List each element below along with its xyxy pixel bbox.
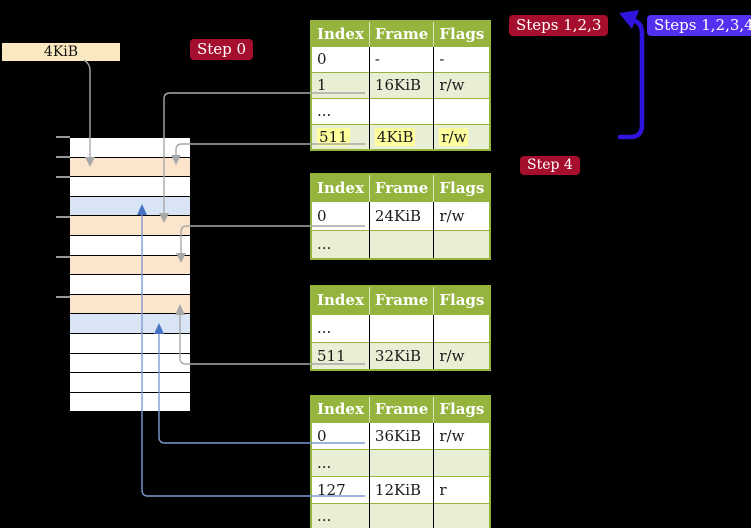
cell-frame (369, 97, 435, 124)
page-table-level-2: Index Frame Flags ... 511 32KiB r/w (310, 285, 492, 371)
cell-index: 1 (311, 71, 370, 98)
cell-flags: r/w (433, 200, 491, 230)
memory-frame-row (70, 235, 190, 256)
page-table-level-4: Index Frame Flags 0 - - 1 16KiB r/w ... (310, 20, 492, 151)
cell-flags (433, 229, 491, 259)
cell-index: 127 (311, 475, 370, 503)
cell-frame: 16KiB (369, 71, 435, 98)
cell-index: 0 (311, 421, 370, 449)
cell-flags: r/w (433, 71, 491, 98)
memory-address-tick (56, 136, 70, 138)
cr3-frame-label: 4KiB (2, 43, 120, 61)
cell-flags (433, 97, 491, 124)
cell-flags (433, 502, 491, 528)
table-row: 127 12KiB r (311, 475, 491, 503)
cell-frame (369, 502, 435, 528)
memory-frame-row (70, 216, 190, 236)
memory-frame-row (70, 353, 190, 374)
highlighted-value: 4KiB (374, 127, 416, 146)
cell-frame: - (369, 45, 435, 72)
col-header-flags: Flags (433, 174, 491, 201)
cell-frame: 12KiB (369, 475, 435, 503)
memory-frame-row (70, 275, 190, 295)
badge-step-4: Step 4 (520, 156, 580, 175)
cell-frame: 36KiB (369, 421, 435, 449)
col-header-index: Index (311, 21, 370, 46)
cell-frame (369, 448, 435, 476)
memory-address-tick (56, 156, 70, 158)
cell-index: ... (311, 229, 370, 259)
cell-index: ... (311, 313, 370, 342)
highlighted-value: 511 (317, 127, 350, 146)
memory-frame-row (70, 177, 190, 197)
cell-frame: 32KiB (369, 341, 435, 370)
badge-steps-1-2-3: Steps 1,2,3 (509, 15, 609, 36)
table-row: ... (311, 313, 491, 342)
table-header-row: Index Frame Flags (311, 286, 491, 314)
arrow-repeat-steps (617, 17, 645, 140)
page-table-level-1: Index Frame Flags 0 36KiB r/w ... 127 12… (310, 395, 492, 528)
cell-frame (369, 229, 435, 259)
table-row: 0 24KiB r/w (311, 200, 491, 230)
col-header-frame: Frame (369, 174, 435, 201)
cell-index: ... (311, 502, 370, 528)
memory-frame-row (70, 196, 190, 217)
cell-flags: - (433, 45, 491, 72)
memory-frame-row (70, 392, 190, 413)
cell-index: ... (311, 97, 370, 124)
col-header-flags: Flags (433, 396, 491, 422)
cell-flags: r (433, 475, 491, 503)
cell-frame (369, 313, 435, 342)
cell-flags: r/w (433, 421, 491, 449)
col-header-index: Index (311, 286, 370, 314)
table-row: ... (311, 97, 491, 124)
cell-frame: 4KiB (369, 123, 435, 150)
table-row: 1 16KiB r/w (311, 71, 491, 98)
table-row: ... (311, 229, 491, 259)
cell-index: ... (311, 448, 370, 476)
memory-frame-row (70, 138, 190, 158)
memory-frame-row (70, 373, 190, 393)
memory-address-tick (56, 296, 70, 298)
memory-frame-row (70, 333, 190, 354)
cell-index: 511 (311, 341, 370, 370)
badge-step-0: Step 0 (190, 39, 254, 60)
table-row: 0 36KiB r/w (311, 421, 491, 449)
physical-memory-column (70, 137, 190, 413)
col-header-index: Index (311, 174, 370, 201)
table-header-row: Index Frame Flags (311, 396, 491, 422)
cell-index: 0 (311, 45, 370, 72)
col-header-index: Index (311, 396, 370, 422)
arrowhead-up-left-icon (619, 10, 639, 29)
table-header-row: Index Frame Flags (311, 174, 491, 201)
cell-flags (433, 448, 491, 476)
table-row: 511 32KiB r/w (311, 341, 491, 370)
cell-frame: 24KiB (369, 200, 435, 230)
memory-frame-row (70, 294, 190, 315)
table-row-highlighted: 511 4KiB r/w (311, 123, 491, 150)
highlighted-value: r/w (439, 127, 469, 146)
table-row: ... (311, 502, 491, 528)
col-header-flags: Flags (433, 286, 491, 314)
memory-frame-row (70, 255, 190, 276)
cell-flags: r/w (433, 123, 491, 150)
memory-frame-row (70, 157, 190, 178)
memory-address-tick (56, 216, 70, 218)
table-header-row: Index Frame Flags (311, 21, 491, 46)
cell-index: 0 (311, 200, 370, 230)
badge-steps-1-2-3-4: Steps 1,2,3,4 (647, 15, 751, 36)
page-table-level-3: Index Frame Flags 0 24KiB r/w ... (310, 173, 492, 260)
memory-frame-row (70, 314, 190, 334)
cell-index: 511 (311, 123, 370, 150)
memory-address-tick (56, 256, 70, 258)
col-header-frame: Frame (369, 396, 435, 422)
table-row: ... (311, 448, 491, 476)
table-row: 0 - - (311, 45, 491, 72)
memory-address-tick (56, 176, 70, 178)
col-header-frame: Frame (369, 286, 435, 314)
cell-flags: r/w (433, 341, 491, 370)
cell-flags (433, 313, 491, 342)
col-header-flags: Flags (433, 21, 491, 46)
col-header-frame: Frame (369, 21, 435, 46)
